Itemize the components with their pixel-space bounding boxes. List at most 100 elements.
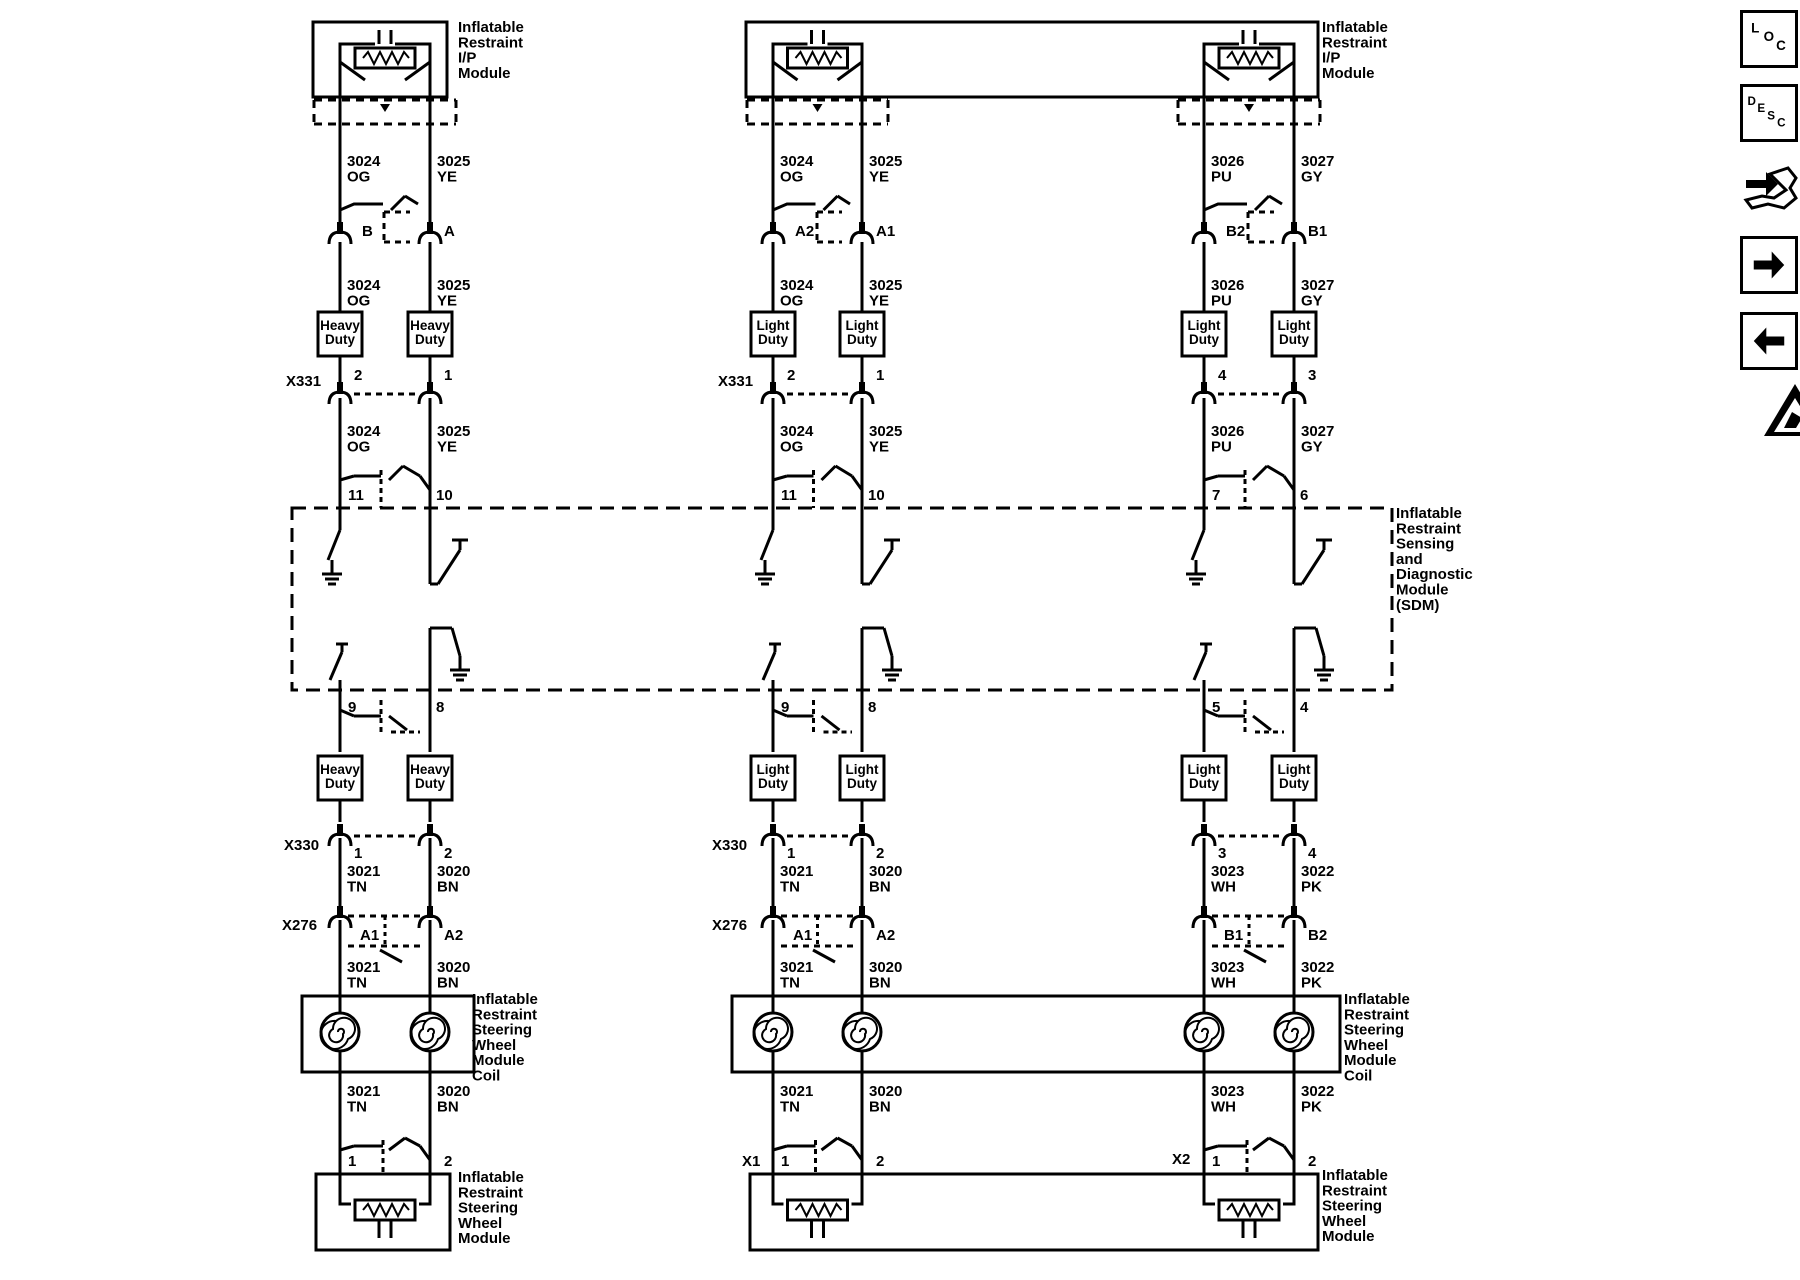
terminal-pin	[859, 382, 865, 394]
right-sw-clip	[1282, 1145, 1296, 1161]
terminal-pin	[859, 222, 865, 234]
middle-x330-pin-a: 1	[787, 845, 795, 862]
left-sdm-bottom-clip	[339, 708, 355, 718]
terminal-pin	[1201, 824, 1207, 836]
middle-sdm-pin-bottom-b: 8	[868, 699, 876, 716]
middle-duty-bottom-b	[838, 754, 886, 802]
right-x331-pin-a: 4	[1218, 367, 1227, 384]
right-sdm-switch-d	[1314, 627, 1326, 657]
right-duty-bottom-b	[1270, 754, 1318, 802]
left-sw-clip	[388, 1136, 406, 1152]
terminal-pin	[1291, 824, 1297, 836]
middle-x330-pin-b: 2	[876, 845, 884, 862]
right-ip-pin-b: B1	[1308, 223, 1327, 240]
coil-box-left	[300, 994, 476, 1074]
left-ip-lead	[338, 42, 375, 58]
terminal-pin	[1291, 382, 1297, 394]
arrow-left-icon	[1753, 327, 1785, 355]
right-sdm-switch-b	[1300, 549, 1326, 585]
right-ip-clip	[1253, 194, 1271, 212]
left-sdm-bottom-clip	[388, 714, 408, 732]
right-sw-clip	[1252, 1136, 1270, 1152]
middle-x331-pin-a: 2	[787, 367, 795, 384]
location-button[interactable]: L O C	[1740, 10, 1798, 68]
middle-sdm-pin-bottom-a: 9	[781, 699, 789, 716]
middle-x276-pin-b: A2	[876, 927, 895, 944]
right-ip-lead	[1259, 42, 1296, 58]
repair-procedure-button[interactable]	[1740, 160, 1798, 218]
right-sw-squib	[1217, 1198, 1281, 1222]
left-sw-squib-resistor	[362, 1201, 410, 1219]
middle-ip-arrow	[772, 60, 799, 82]
left-ip-squib	[353, 46, 417, 70]
previous-page-button[interactable]	[1740, 312, 1798, 370]
middle-sdm-switch-c	[761, 651, 777, 681]
middle-sw-clip	[772, 1144, 788, 1152]
left-sdm-pin-top-b: 10	[436, 487, 453, 504]
middle-ip-lead	[827, 42, 864, 58]
middle-sw-clip	[820, 1136, 839, 1152]
middle-sdm-switch-d	[882, 627, 894, 657]
x1-label: X1	[742, 1153, 760, 1170]
right-ip-squib-resistor	[1226, 49, 1274, 67]
middle-ip-pin-a: A2	[795, 223, 814, 240]
right-sw-lead	[1202, 1190, 1215, 1206]
next-page-button[interactable]	[1740, 236, 1798, 294]
terminal-pin	[1201, 382, 1207, 394]
left-sw-clip	[404, 1136, 421, 1148]
terminal-pin	[1201, 222, 1207, 234]
loc-letter-l: L	[1751, 21, 1759, 36]
middle-sdm-top-clip	[834, 464, 853, 478]
terminal-pin	[1291, 222, 1297, 234]
left-sdm-top-clip	[418, 475, 432, 491]
middle-sdm-switch-b	[868, 549, 894, 585]
right-sdm-top-clip	[1266, 464, 1285, 478]
left-ip-arrow	[339, 60, 366, 82]
middle-sdm-top-clip	[820, 464, 837, 482]
sw-module-box-pair	[748, 1172, 1320, 1252]
left-sw-pin-b: 2	[444, 1153, 452, 1170]
terminal-pin	[770, 824, 776, 836]
left-x276-pin-a: A1	[360, 927, 379, 944]
x276-label-middle: X276	[712, 917, 747, 934]
right-ip-clip	[1203, 202, 1247, 212]
left-x330-pin-b: 2	[444, 845, 452, 862]
right-x331-pin-b: 3	[1308, 367, 1316, 384]
esd-warning-button[interactable]	[1762, 382, 1800, 438]
left-duty-top-a	[316, 310, 364, 358]
left-sdm-switch-b	[436, 549, 462, 585]
right-sdm-pin-bottom-b: 4	[1300, 699, 1309, 716]
left-sdm-pin-top-a: 11	[348, 487, 364, 504]
middle-sw-pin-a: 1	[781, 1153, 789, 1170]
description-button[interactable]: D E S C	[1740, 84, 1798, 142]
middle-ip-pin-b: A1	[876, 223, 895, 240]
left-sdm-switch-d	[450, 627, 462, 657]
left-sw-clip	[339, 1144, 355, 1152]
x276-label-left: X276	[282, 917, 317, 934]
left-coil-b-spiral	[409, 1016, 446, 1050]
left-x276-pin-b: A2	[444, 927, 463, 944]
right-sdm-top-clip	[1203, 474, 1219, 482]
left-sdm-top-clip	[339, 474, 355, 482]
